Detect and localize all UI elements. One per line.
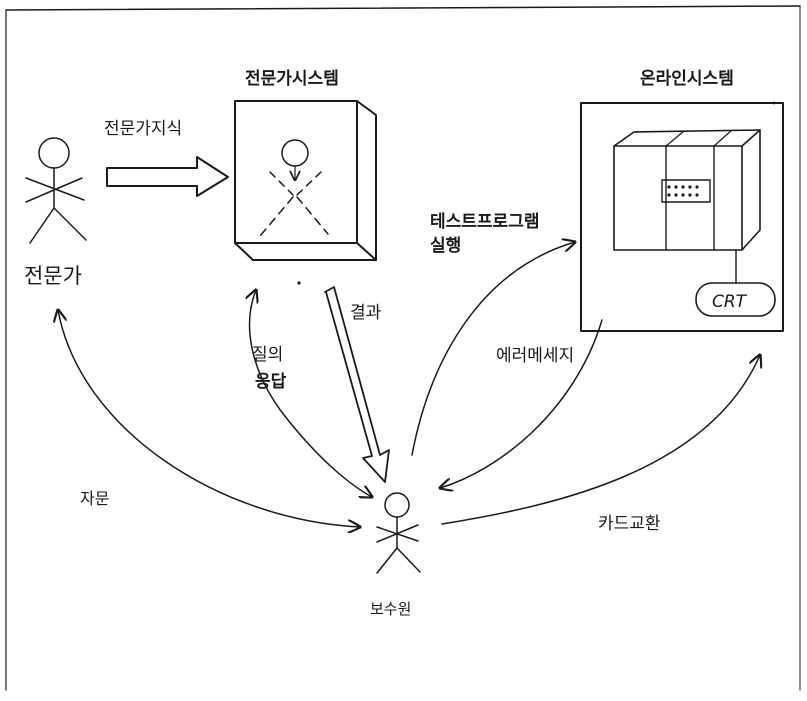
answer-label: 응답 xyxy=(255,372,287,392)
query-label: 질의 xyxy=(252,345,283,365)
test-program-arrow xyxy=(411,242,575,456)
test-program-label-1: 테스트프로그램 xyxy=(430,212,539,232)
stray-dot xyxy=(297,281,301,285)
expert-figure xyxy=(25,137,87,244)
test-program-label-2: 실행 xyxy=(430,236,461,256)
expert-knowledge-label: 전문가지식 xyxy=(104,119,182,139)
mainframe-computer xyxy=(613,129,761,251)
maintainer-label: 보수원 xyxy=(370,600,411,618)
expert-system-box xyxy=(234,100,377,261)
consultation-arrow xyxy=(58,310,360,527)
crt-label: CRT xyxy=(712,292,748,312)
online-system-title: 온라인시스템 xyxy=(640,69,734,89)
error-message-label: 에러메세지 xyxy=(496,346,574,366)
card-exchange-arrow xyxy=(441,355,760,525)
control-panel xyxy=(661,179,711,203)
expert-knowledge-arrow xyxy=(106,156,229,197)
maintainer-figure xyxy=(376,492,421,574)
expert-label: 전문가 xyxy=(24,264,82,288)
error-message-arrow xyxy=(440,319,603,488)
expert-system-title: 전문가시스템 xyxy=(245,69,339,89)
result-label: 결과 xyxy=(350,303,382,323)
consultation-label: 자문 xyxy=(80,489,109,508)
online-system-frame xyxy=(580,102,784,332)
crt-terminal xyxy=(695,282,776,317)
panel-lights xyxy=(667,185,699,197)
card-exchange-label: 카드교환 xyxy=(598,514,661,534)
frame-top-line xyxy=(5,5,801,11)
